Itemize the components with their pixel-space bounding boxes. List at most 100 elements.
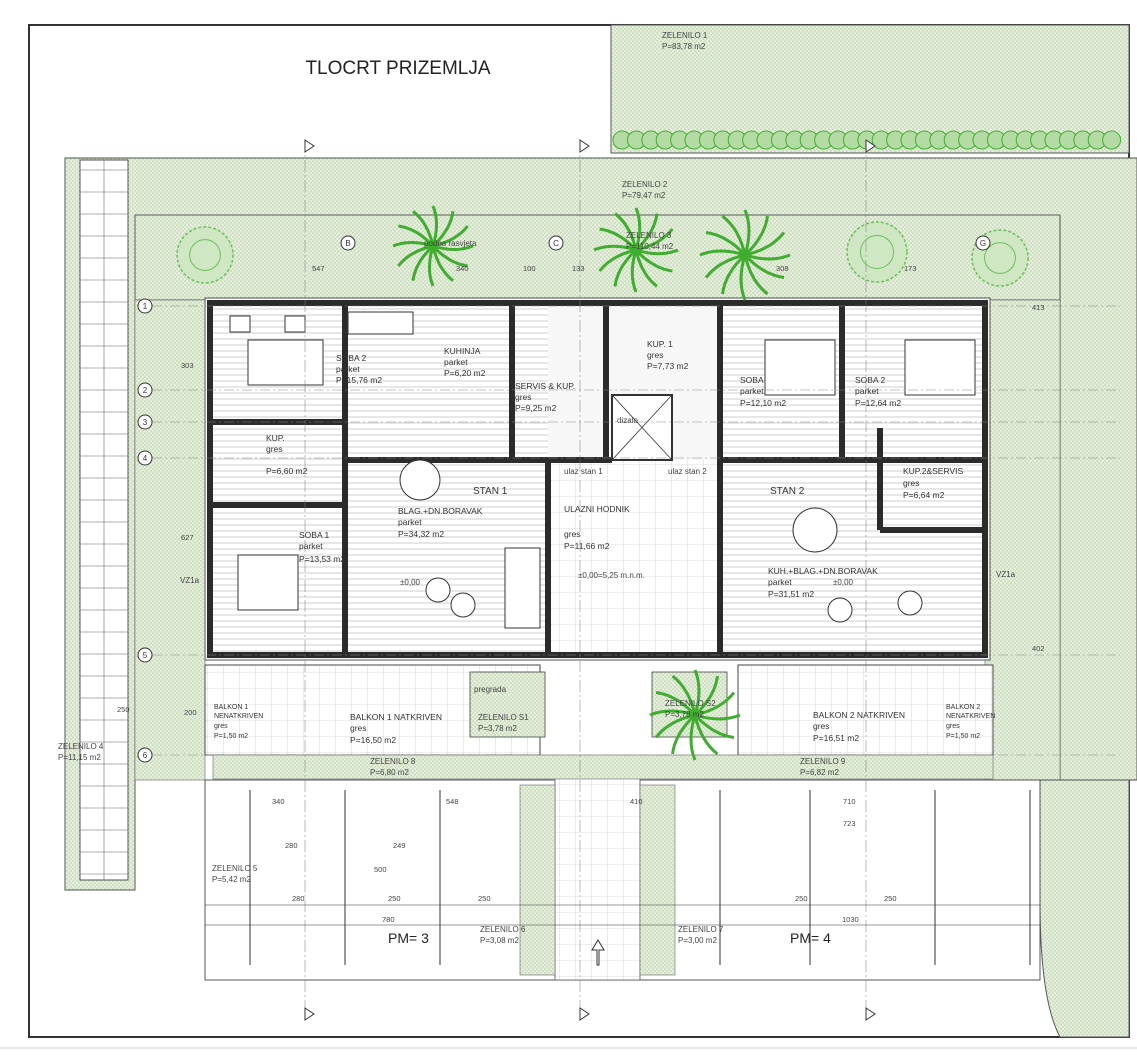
svg-text:P=31,51 m2: P=31,51 m2 bbox=[768, 589, 814, 599]
axis-row-label: 5 bbox=[143, 651, 148, 660]
zelenilo-8-name: ZELENILO 8 bbox=[370, 757, 416, 766]
svg-text:P=6,60 m2: P=6,60 m2 bbox=[266, 466, 308, 476]
svg-text:SOBA 2: SOBA 2 bbox=[336, 353, 367, 363]
furniture bbox=[229, 311, 976, 629]
svg-text:P=7,73 m2: P=7,73 m2 bbox=[647, 361, 689, 371]
axis-col-label: B bbox=[345, 239, 350, 248]
dim-top-5: 173 bbox=[904, 264, 917, 273]
zelenilo-2-area-text: P=79,47 m2 bbox=[622, 191, 666, 200]
dim-park-8: 1030 bbox=[842, 915, 859, 924]
svg-text:P=34,32 m2: P=34,32 m2 bbox=[398, 529, 444, 539]
svg-text:gres: gres bbox=[946, 723, 960, 730]
dim-park-1: 249 bbox=[393, 841, 406, 850]
svg-text:BALKON 2: BALKON 2 bbox=[946, 704, 980, 711]
svg-text:SOBA 1: SOBA 1 bbox=[299, 530, 330, 540]
dim-top-0: 547 bbox=[312, 264, 325, 273]
zelenilo-1-area-text: P=83,78 m2 bbox=[662, 42, 706, 51]
zelenilo-s1-area-text: P=3,78 m2 bbox=[478, 724, 517, 733]
zelenilo-9-area-text: P=6,82 m2 bbox=[800, 768, 839, 777]
dizalo-label: dizalo bbox=[617, 416, 638, 425]
ulaz-stan-1-label: ulaz stan 1 bbox=[564, 467, 603, 476]
svg-text:gres: gres bbox=[813, 721, 830, 731]
svg-text:gres: gres bbox=[350, 723, 367, 733]
zelenilo-s2-box bbox=[651, 671, 728, 738]
dim-top-4: 308 bbox=[776, 264, 789, 273]
svg-text:SOBA: SOBA bbox=[740, 375, 764, 385]
dim-park-6: 280 bbox=[292, 894, 305, 903]
axis-row-label: 4 bbox=[143, 454, 148, 463]
podna-rasvjeta-label: podna rasvjeta bbox=[424, 239, 477, 248]
svg-text:P=12,64 m2: P=12,64 m2 bbox=[855, 398, 901, 408]
zelenilo-s1-name: ZELENILO S1 bbox=[478, 713, 529, 722]
dim-park-9: 500 bbox=[374, 865, 387, 874]
svg-text:KUHINJA: KUHINJA bbox=[444, 346, 481, 356]
svg-text:P=16,51 m2: P=16,51 m2 bbox=[813, 733, 859, 743]
plan-title: TLOCRT PRIZEMLJA bbox=[305, 58, 490, 79]
zelenilo-1-name: ZELENILO 1 bbox=[662, 31, 708, 40]
dim-side-1: 402 bbox=[1032, 644, 1045, 653]
zelenilo-8-area-text: P=6,80 m2 bbox=[370, 768, 409, 777]
palm-tree-icon bbox=[593, 207, 679, 293]
dim-bottom-1: 548 bbox=[446, 797, 459, 806]
zelenilo-3-area bbox=[134, 214, 1061, 301]
dim-side-4: 627 bbox=[181, 533, 194, 542]
parking-pm4: PM= 4 bbox=[790, 930, 831, 946]
dim-side-2: 250 bbox=[117, 705, 130, 714]
svg-text:KUP.2&SERVIS: KUP.2&SERVIS bbox=[903, 466, 963, 476]
palm-tree-icon bbox=[699, 209, 791, 301]
zelenilo-2-name: ZELENILO 2 bbox=[622, 180, 668, 189]
level-b-label: ±0,00=5,25 m.n.m. bbox=[578, 571, 645, 580]
svg-text:parket: parket bbox=[768, 577, 792, 587]
zelenilo-right-bottom bbox=[1039, 779, 1130, 1038]
zelenilo-s2-name: ZELENILO S2 bbox=[665, 699, 716, 708]
svg-text:ULAZNI HODNIK: ULAZNI HODNIK bbox=[564, 504, 630, 514]
svg-text:P=15,76 m2: P=15,76 m2 bbox=[336, 375, 382, 385]
svg-text:P=11,66 m2: P=11,66 m2 bbox=[564, 541, 610, 551]
ulaz-stan-2-label: ulaz stan 2 bbox=[668, 467, 707, 476]
svg-text:KUP.: KUP. bbox=[266, 433, 285, 443]
dim-bottom-4: 723 bbox=[843, 819, 856, 828]
dim-bottom-3: 710 bbox=[843, 797, 856, 806]
axis-row-label: 3 bbox=[143, 418, 148, 427]
zelenilo-4-name: ZELENILO 4 bbox=[58, 742, 104, 751]
zelenilo-6-name: ZELENILO 6 bbox=[480, 925, 526, 934]
zelenilo-7-area-text: P=3,00 m2 bbox=[678, 936, 717, 945]
svg-text:NENATKRIVEN: NENATKRIVEN bbox=[214, 713, 263, 720]
svg-text:parket: parket bbox=[855, 386, 879, 396]
dim-park-4: 250 bbox=[795, 894, 808, 903]
zelenilo-5-name: ZELENILO 5 bbox=[212, 864, 258, 873]
axis-row-label: 1 bbox=[143, 302, 148, 311]
dim-bottom-2: 410 bbox=[630, 797, 643, 806]
axis-col-label: G bbox=[980, 239, 986, 248]
zelenilo-labels: ZELENILO 1 P=83,78 m2 ZELENILO 2 P=79,47… bbox=[58, 31, 846, 945]
zelenilo-8-9-strip bbox=[212, 754, 994, 780]
svg-text:BALKON 1: BALKON 1 bbox=[214, 704, 248, 711]
dim-side-0: 413 bbox=[1032, 303, 1045, 312]
svg-text:KUP. 1: KUP. 1 bbox=[647, 339, 673, 349]
svg-text:parket: parket bbox=[398, 517, 422, 527]
svg-text:P=6,64 m2: P=6,64 m2 bbox=[903, 490, 945, 500]
dim-bottom-0: 340 bbox=[272, 797, 285, 806]
svg-text:BLAG.+DN.BORAVAK: BLAG.+DN.BORAVAK bbox=[398, 506, 483, 516]
svg-text:gres: gres bbox=[564, 529, 581, 539]
svg-text:P=16,50 m2: P=16,50 m2 bbox=[350, 735, 396, 745]
axis-row-label: 2 bbox=[143, 386, 148, 395]
svg-text:P=12,10 m2: P=12,10 m2 bbox=[740, 398, 786, 408]
dim-park-5: 250 bbox=[884, 894, 897, 903]
axis-col-label: C bbox=[553, 239, 559, 248]
svg-text:BALKON 1 NATKRIVEN: BALKON 1 NATKRIVEN bbox=[350, 712, 442, 722]
